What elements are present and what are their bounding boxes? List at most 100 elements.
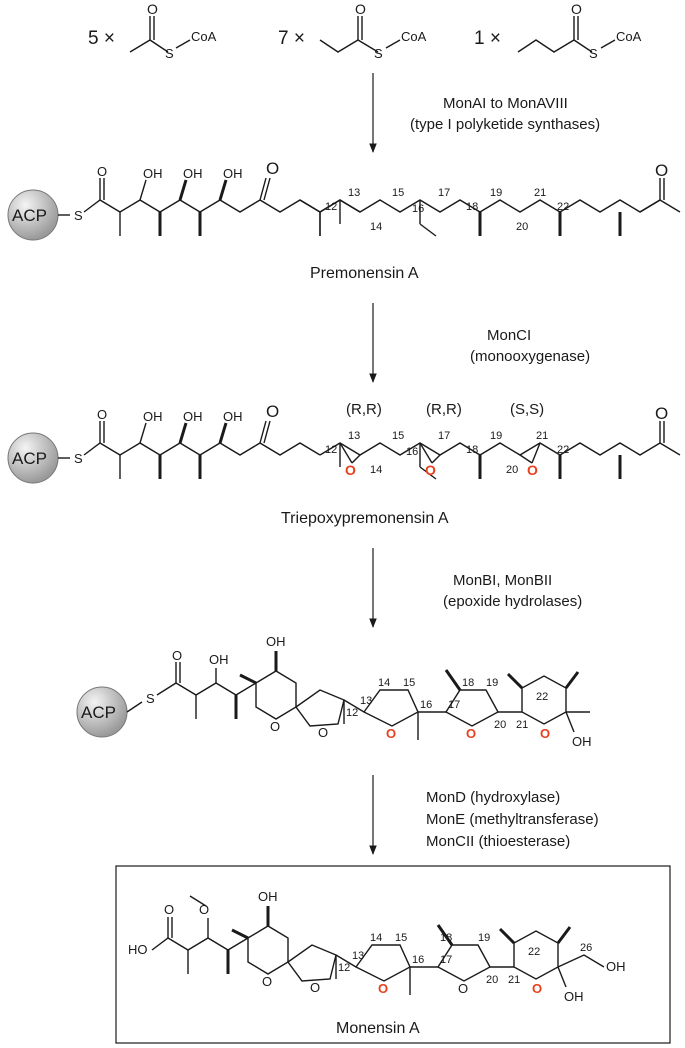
- svg-text:OH: OH: [606, 959, 626, 974]
- svg-text:O: O: [164, 902, 174, 917]
- tetrahydrofuran-ring-c: [437, 944, 491, 982]
- svg-text:16: 16: [412, 954, 424, 966]
- svg-text:13: 13: [360, 695, 372, 707]
- svg-text:O: O: [655, 161, 668, 180]
- tetrahydrofuran-ring-a: [287, 944, 337, 982]
- ether-oxygen-red: O: [532, 981, 542, 996]
- triepoxypremonensin-a-name: Triepoxypremonensin A: [281, 510, 449, 527]
- svg-text:13: 13: [348, 187, 360, 199]
- svg-text:13: 13: [348, 430, 360, 442]
- coa-label: CoA: [191, 29, 217, 44]
- svg-text:O: O: [655, 404, 668, 423]
- svg-text:20: 20: [486, 974, 498, 986]
- svg-text:S: S: [589, 46, 598, 61]
- stereo-label-c12-c13: (R,R): [346, 401, 382, 418]
- svg-text:17: 17: [438, 430, 450, 442]
- svg-text:21: 21: [534, 187, 546, 199]
- svg-text:20: 20: [506, 464, 518, 476]
- tetrahydropyran-ring-a: [255, 670, 297, 720]
- step-4-methyltransferase: MonE (methyltransferase): [426, 811, 599, 828]
- svg-text:13: 13: [352, 950, 364, 962]
- svg-text:O: O: [458, 981, 468, 996]
- svg-text:O: O: [270, 719, 280, 734]
- svg-text:12: 12: [325, 444, 337, 456]
- ether-oxygen-red: O: [466, 726, 476, 741]
- step-3-enzymes: MonBI, MonBII: [453, 572, 552, 589]
- svg-text:OH: OH: [564, 989, 584, 1004]
- svg-text:OH: OH: [183, 166, 203, 181]
- svg-text:O: O: [97, 407, 107, 422]
- acp-label: ACP: [12, 206, 47, 225]
- svg-text:22: 22: [557, 201, 569, 213]
- svg-text:14: 14: [370, 464, 382, 476]
- svg-text:19: 19: [490, 187, 502, 199]
- svg-text:18: 18: [466, 201, 478, 213]
- svg-text:O: O: [266, 402, 279, 421]
- svg-text:O: O: [147, 1, 158, 17]
- monensin-a-name: Monensin A: [336, 1020, 420, 1037]
- svg-text:O: O: [571, 1, 582, 17]
- svg-text:20: 20: [516, 221, 528, 233]
- svg-text:22: 22: [557, 444, 569, 456]
- svg-text:26: 26: [580, 942, 592, 954]
- premonensin-a-name: Premonensin A: [310, 265, 419, 282]
- svg-text:S: S: [165, 46, 174, 61]
- svg-text:18: 18: [440, 932, 452, 944]
- svg-text:14: 14: [370, 932, 382, 944]
- precursor-propionyl-coa: 7 × O S CoA: [278, 1, 427, 61]
- ether-oxygen-red: O: [540, 726, 550, 741]
- svg-text:17: 17: [440, 954, 452, 966]
- svg-text:14: 14: [370, 221, 382, 233]
- svg-text:OH: OH: [223, 166, 243, 181]
- svg-text:21: 21: [508, 974, 520, 986]
- coa-label: CoA: [616, 29, 642, 44]
- svg-text:16: 16: [420, 699, 432, 711]
- svg-text:O: O: [199, 902, 209, 917]
- svg-text:O: O: [97, 164, 107, 179]
- svg-text:S: S: [74, 208, 83, 223]
- tetrahydrofuran-ring-a: [295, 689, 345, 727]
- step-3-description: (epoxide hydrolases): [443, 593, 582, 610]
- svg-text:O: O: [172, 648, 182, 663]
- epoxide-oxygen: O: [527, 462, 538, 478]
- epoxide-oxygen: O: [345, 462, 356, 478]
- acp-label: ACP: [81, 703, 116, 722]
- ether-oxygen-red: O: [386, 726, 396, 741]
- svg-text:18: 18: [466, 444, 478, 456]
- svg-text:O: O: [262, 974, 272, 989]
- premonensin-a-structure: ACP S O OH OH OH O O 12 13 14 15 16 17: [7, 159, 681, 241]
- svg-text:15: 15: [392, 430, 404, 442]
- svg-text:O: O: [266, 159, 279, 178]
- tetrahydrofuran-ring-c: [445, 689, 499, 727]
- stereo-label-c20-c21: (S,S): [510, 401, 544, 418]
- epoxide-oxygen: O: [425, 462, 436, 478]
- svg-text:22: 22: [536, 691, 548, 703]
- svg-text:OH: OH: [572, 734, 592, 749]
- svg-text:19: 19: [486, 677, 498, 689]
- svg-text:19: 19: [490, 430, 502, 442]
- ether-oxygen-red: O: [378, 981, 388, 996]
- tetrahydrofuran-ring-b: [354, 944, 411, 982]
- svg-text:O: O: [310, 980, 320, 995]
- svg-text:S: S: [374, 46, 383, 61]
- svg-text:12: 12: [346, 707, 358, 719]
- svg-text:15: 15: [403, 677, 415, 689]
- svg-text:OH: OH: [266, 634, 286, 649]
- tetrahydropyran-ring-a: [247, 925, 289, 975]
- step-4-hydroxylase: MonD (hydroxylase): [426, 789, 560, 806]
- step-4-thioesterase: MonCII (thioesterase): [426, 833, 570, 850]
- acp-label: ACP: [12, 449, 47, 468]
- coa-label: CoA: [401, 29, 427, 44]
- monensin-a-structure: HO O O OH O O O O O OH OH 12 13 1: [128, 889, 626, 1004]
- svg-text:O: O: [318, 725, 328, 740]
- svg-text:OH: OH: [258, 889, 278, 904]
- svg-text:OH: OH: [143, 409, 163, 424]
- svg-text:S: S: [146, 691, 155, 706]
- precursor-acetyl-coa: 5 × O S CoA: [88, 1, 217, 61]
- svg-text:12: 12: [338, 962, 350, 974]
- step-1-description: (type I polyketide synthases): [410, 116, 600, 133]
- svg-text:OH: OH: [209, 652, 229, 667]
- svg-text:15: 15: [395, 932, 407, 944]
- svg-text:S: S: [74, 451, 83, 466]
